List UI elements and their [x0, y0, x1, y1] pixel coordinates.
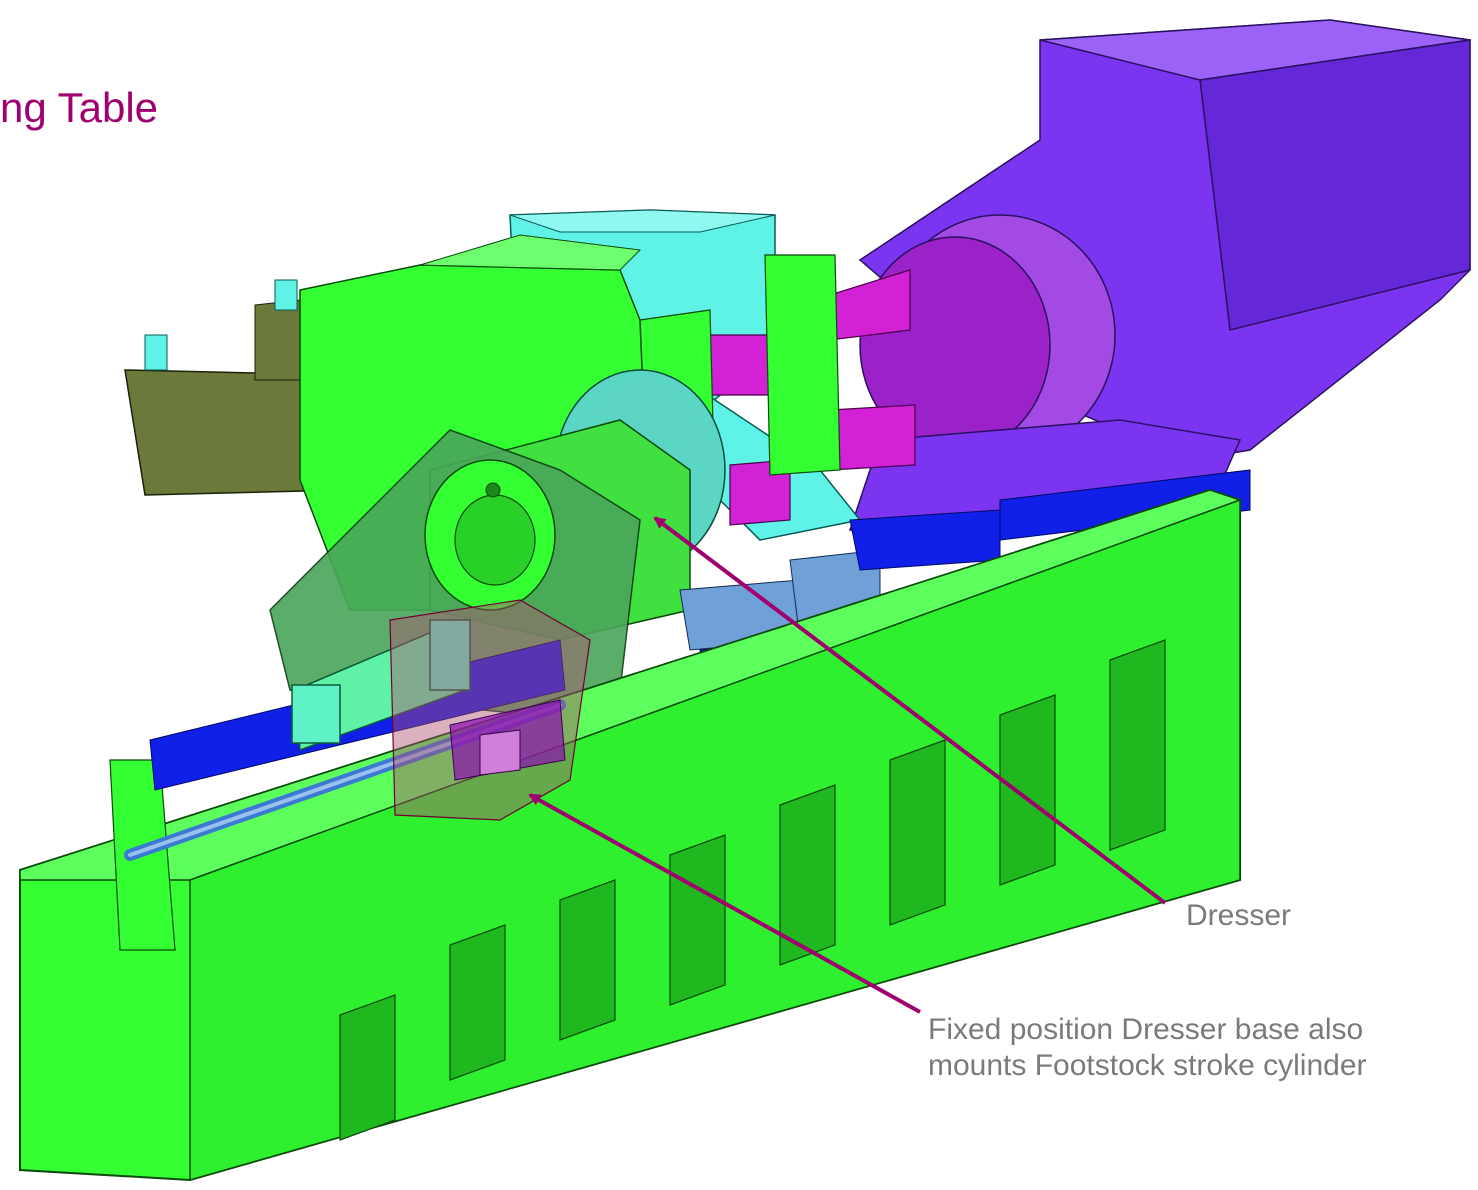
machine-bed [19, 488, 1243, 1182]
callout-arrows [528, 516, 1167, 1014]
arrow-dresser [653, 516, 1167, 905]
dresser-base-label-line2: mounts Footstock stroke cylinder [928, 1049, 1367, 1082]
arrow-dresser-base [528, 793, 921, 1014]
dresser-label: Dresser [1186, 899, 1292, 932]
left-olive-block [124, 279, 346, 496]
dresser-base-label: Fixed position Dresser base also mounts … [928, 1012, 1367, 1084]
magenta-clamps [334, 269, 916, 526]
dresser-base-label-line1: Fixed position Dresser base also [928, 1013, 1364, 1046]
bed-ribs [339, 639, 1166, 1141]
dresser-base-translucent [389, 599, 591, 821]
footstock-stroke-cylinder [291, 618, 471, 752]
spindle-motor [848, 19, 1471, 541]
slide-title: ng Table [0, 84, 159, 131]
